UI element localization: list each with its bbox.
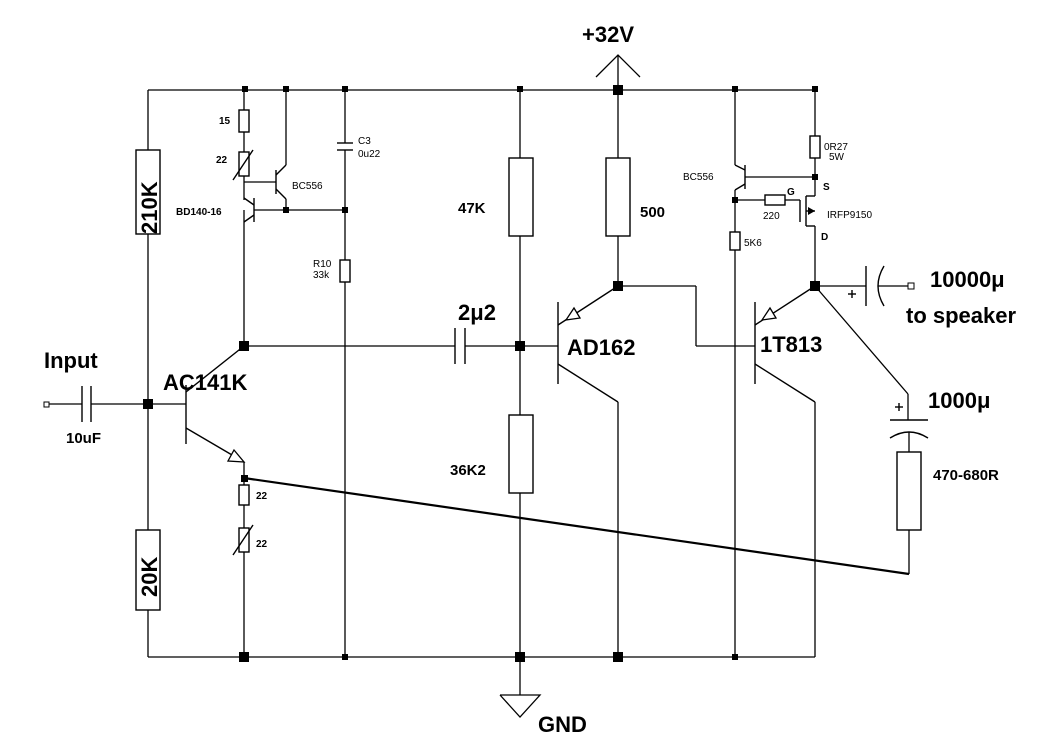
drain-label: D	[821, 232, 828, 243]
transistor-1t813	[754, 285, 816, 657]
output-cap-label: 10000μ	[930, 267, 1005, 292]
feedback-res-label: 470-680R	[933, 467, 999, 484]
supply-label: +32V	[582, 22, 634, 47]
bc556-left-label: BC556	[292, 181, 323, 192]
c3-name-label: C3	[358, 136, 371, 147]
ground-symbol	[499, 657, 542, 718]
r36k2-label: 36K2	[450, 462, 486, 479]
emitter-r-label: 22	[256, 491, 268, 502]
input-label: Input	[44, 348, 98, 373]
divider-36k2	[508, 414, 534, 657]
coupling-cap	[454, 328, 520, 364]
q-1t813-label: 1T813	[760, 332, 822, 357]
resistor-500	[605, 90, 755, 347]
emitter-trim-label: 22	[256, 539, 268, 550]
q1-collector-wire	[243, 210, 455, 347]
bd140-label: BD140-16	[176, 207, 222, 218]
r500-label: 500	[640, 204, 665, 221]
r47k-label: 47K	[458, 200, 486, 217]
divider-47k	[508, 90, 534, 415]
trim22-label: 22	[216, 155, 228, 166]
q-ad162-label: AD162	[567, 335, 635, 360]
r10-name-label: R10	[313, 259, 332, 270]
bias-resistor-top-label: 210K	[137, 181, 162, 234]
r5k6-label: 5K6	[744, 238, 762, 249]
transistor-ad162	[520, 285, 619, 657]
r10-value-label: 33k	[313, 270, 330, 281]
transistor-ac141k	[148, 345, 246, 463]
mosfet-label: IRFP9150	[827, 210, 872, 221]
mosfet-irfp9150	[799, 90, 821, 286]
junction-dots	[143, 85, 820, 662]
right-bc556-network	[729, 90, 815, 657]
bias-resistor-bottom-label: 20K	[137, 557, 162, 597]
output-capacitor	[815, 265, 915, 307]
bias-spreader-network	[232, 90, 345, 223]
bias-resistor-bottom	[135, 529, 161, 657]
output-note-label: to speaker	[906, 303, 1016, 328]
r220-label: 220	[763, 211, 780, 222]
source-label: S	[823, 182, 830, 193]
ground-label: GND	[538, 712, 587, 737]
bc556-right-label: BC556	[683, 172, 714, 183]
emitter-resistors	[232, 462, 254, 657]
r0r27-label: 0R27	[824, 142, 848, 153]
coupling-cap-label: 2μ2	[458, 300, 496, 325]
feedback-network	[243, 285, 929, 576]
bias-resistor-top	[135, 90, 161, 530]
feedback-cap-label: 1000μ	[928, 388, 990, 413]
input-terminal	[43, 386, 148, 422]
q1-label: AC141K	[163, 370, 247, 395]
c3-value-label: 0u22	[358, 149, 381, 160]
r15-label: 15	[219, 116, 231, 127]
gate-label: G	[787, 187, 795, 198]
r0r27-power-label: 5W	[829, 152, 845, 163]
c3-r10-column	[337, 90, 353, 657]
supply-arrow-symbol	[595, 54, 641, 90]
input-cap-label: 10uF	[66, 430, 101, 447]
